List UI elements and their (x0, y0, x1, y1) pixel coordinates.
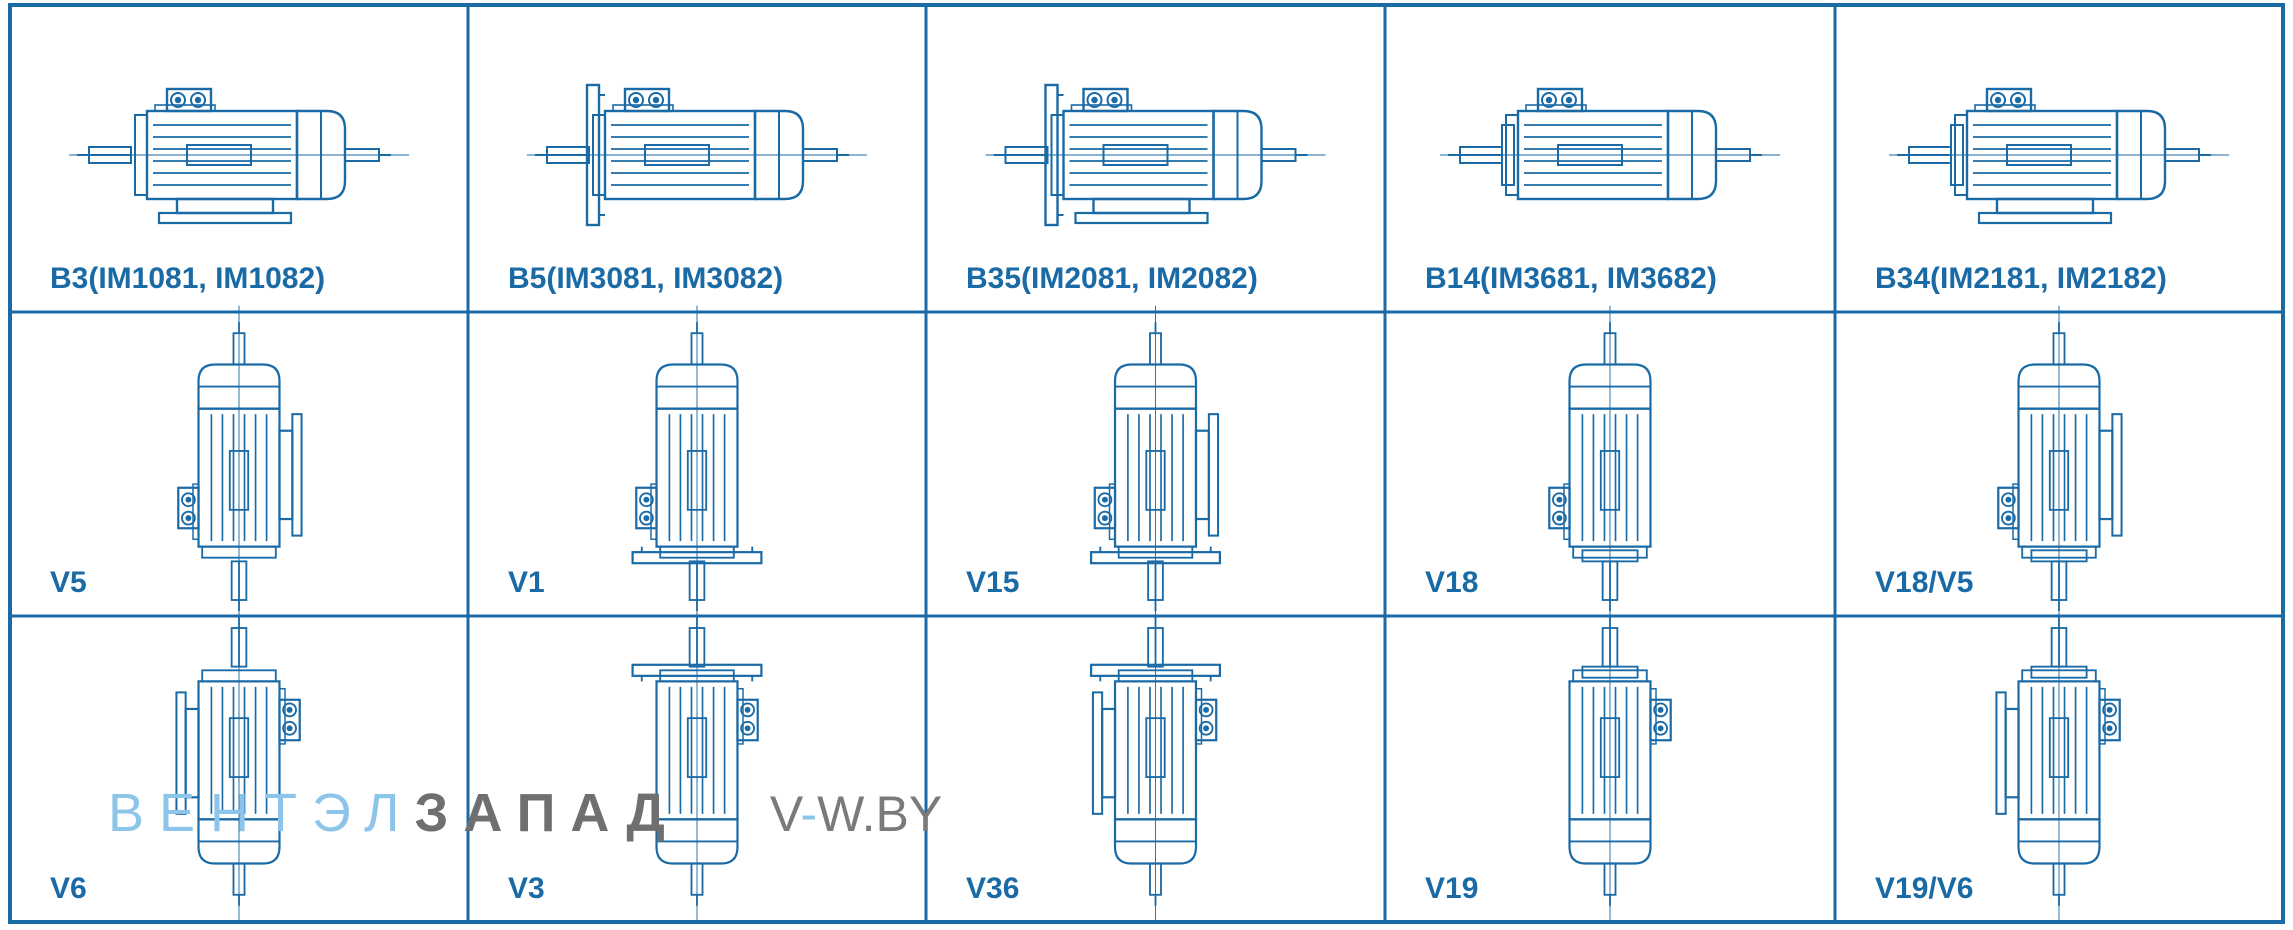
motor-drawing-flange-foot (1089, 305, 1222, 619)
motor-drawing-foot (175, 609, 301, 923)
mounting-label: V19/V6 (1875, 872, 1973, 905)
mounting-label: V18 (1425, 566, 1478, 599)
motor-drawing-face-foot (1995, 609, 2121, 923)
motor-drawing-foot (69, 87, 409, 225)
motor-drawing-flange-foot (985, 83, 1326, 227)
mounting-label: V36 (966, 872, 1019, 905)
watermark-domain-text: W.BY (817, 786, 943, 842)
mounting-label: V6 (50, 872, 87, 905)
mounting-label: V19 (1425, 872, 1478, 905)
motor-drawing-flange (631, 609, 763, 923)
motor-drawing-flange (631, 305, 763, 619)
watermark-brand-light: ВЕНТЭЛ (108, 783, 415, 843)
mounting-label: B3(IM1081, IM1082) (50, 262, 325, 295)
mounting-label: V1 (508, 566, 545, 599)
motor-drawing-face-foot (1889, 87, 2229, 225)
motor-drawing-face-foot (1997, 305, 2123, 619)
watermark: ВЕНТЭЛЗАПАД V-W.BY (108, 782, 942, 844)
mounting-label: B35(IM2081, IM2082) (966, 262, 1258, 295)
motor-drawing-face (1440, 87, 1780, 201)
motor-drawing-face (1548, 305, 1652, 619)
watermark-dash: - (800, 786, 818, 842)
mounting-label: B34(IM2181, IM2182) (1875, 262, 2167, 295)
motor-drawing-flange-foot (1089, 609, 1222, 923)
mounting-label: B5(IM3081, IM3082) (508, 262, 783, 295)
mounting-label: V3 (508, 872, 545, 905)
motor-drawing-foot (177, 305, 303, 619)
watermark-domain: V-W.BY (770, 786, 942, 842)
grid-lines (8, 3, 2285, 924)
mounting-label: B14(IM3681, IM3682) (1425, 262, 1717, 295)
mounting-label: V15 (966, 566, 1019, 599)
mounting-label: V5 (50, 566, 87, 599)
motor-drawing-flange (527, 83, 867, 227)
watermark-v: V (769, 786, 801, 842)
grid-border (8, 3, 2285, 924)
motor-drawing-face (1568, 609, 1672, 923)
mounting-label: V18/V5 (1875, 566, 1973, 599)
watermark-brand-dark: ЗАПАД (414, 783, 680, 843)
